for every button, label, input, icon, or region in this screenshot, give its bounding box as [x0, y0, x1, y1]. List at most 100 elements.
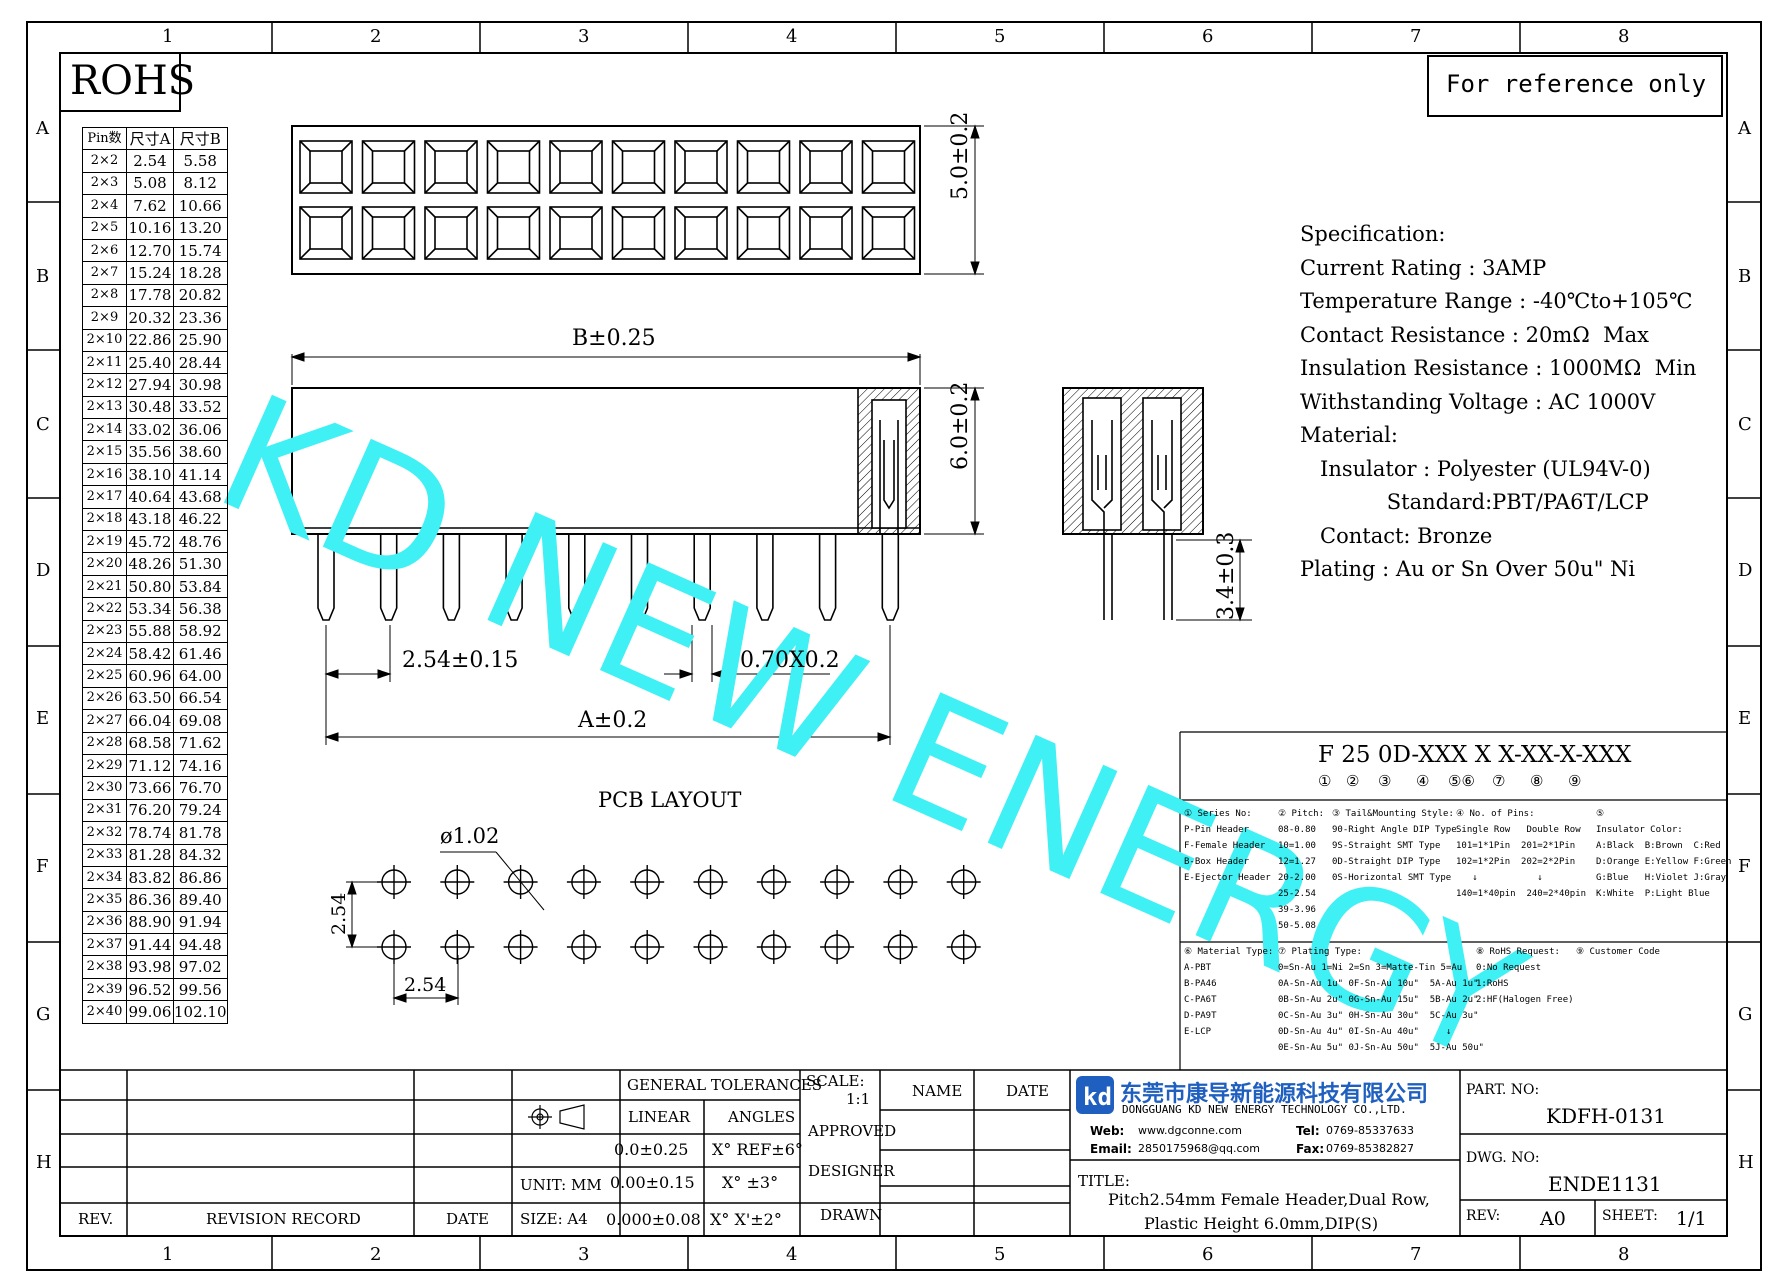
contact-chamfer: [528, 182, 541, 194]
contact-chamfer: [591, 206, 603, 218]
row-label: G: [36, 1004, 51, 1025]
table-cell: 5.58: [173, 149, 228, 173]
table-cell: 2×34: [82, 865, 127, 890]
scale-label: SCALE:: [806, 1072, 865, 1090]
column-label: 4: [786, 26, 798, 47]
code-option: ↓ ↓: [1456, 873, 1543, 883]
code-option: 25-2.54: [1278, 889, 1316, 899]
table-cell: 48.76: [173, 530, 228, 554]
contact-opening: [871, 216, 906, 250]
contact-chamfer: [611, 140, 624, 152]
part-no-label: PART. NO:: [1466, 1082, 1540, 1098]
contact-chamfer: [778, 248, 791, 260]
code-option: 2:HF(Halogen Free): [1476, 995, 1574, 1005]
contact-chamfer: [341, 248, 353, 260]
part-number-box: [1179, 731, 1727, 1070]
code-option: 0A-Sn-Au 1u" 0F-Sn-Au 10u" 5A-Au 1u": [1278, 979, 1479, 989]
contact-chamfer: [903, 182, 916, 194]
code-option: F-Female Header: [1184, 841, 1266, 851]
contact-cell: [549, 206, 603, 260]
tol-angle-2: X° ±3°: [722, 1173, 779, 1192]
table-cell: 66.04: [126, 709, 174, 733]
company-name-en: DONGGUANG KD NEW ENERGY TECHNOLOGY CO.,L…: [1122, 1103, 1407, 1116]
email-value: 2850175968@qq.com: [1138, 1142, 1260, 1155]
contact-opening: [871, 150, 906, 184]
table-cell: 61.46: [173, 641, 228, 666]
pn-customer-list: ⑨ Customer Code: [1576, 944, 1660, 960]
table-cell: 2×14: [82, 418, 127, 442]
side-pin: [442, 534, 461, 621]
contact-chamfer: [736, 140, 749, 152]
contact-chamfer: [903, 248, 916, 260]
code-option: C-PA6T: [1184, 995, 1217, 1005]
table-cell: 78.74: [126, 821, 174, 845]
contact-chamfer: [674, 140, 686, 152]
table-cell: 2.54: [126, 149, 174, 173]
svg-text:kd: kd: [1083, 1083, 1112, 1111]
general-tolerances-label: GENERAL TOLERANCES: [627, 1076, 823, 1094]
side-pin: [693, 534, 711, 621]
approved-label: APPROVED: [808, 1122, 897, 1140]
side-pin: [317, 534, 335, 621]
dwg-no-label: DWG. NO:: [1466, 1150, 1540, 1166]
column-label: 2: [370, 1244, 382, 1265]
spec-line: Contact Resistance : 20mΩ Max: [1300, 322, 1649, 347]
contact-chamfer: [653, 248, 666, 260]
table-cell: 81.78: [173, 821, 228, 845]
code-option: 12=1.27: [1278, 857, 1316, 867]
contact-chamfer: [549, 248, 561, 260]
table-cell: 2×37: [82, 933, 127, 957]
name-header: NAME: [912, 1082, 963, 1100]
table-cell: 74.16: [173, 753, 228, 778]
code-option: 0B-Sn-Au 2u" 0G-Sn-Au 15u" 5B-Au 2u": [1278, 995, 1479, 1005]
contact-cell: [549, 140, 603, 194]
column-label: 8: [1618, 26, 1630, 47]
table-cell: 2×40: [82, 1000, 127, 1024]
contact-chamfer: [861, 248, 874, 260]
contact-chamfer: [361, 248, 374, 260]
table-cell: 91.94: [173, 910, 228, 935]
contact-cell: [424, 140, 478, 194]
column-label: 3: [578, 26, 590, 47]
contact-chamfer: [361, 140, 374, 152]
table-cell: 35.56: [126, 440, 174, 464]
table-cell: 55.88: [126, 619, 174, 643]
table-cell: 76.20: [126, 798, 174, 823]
code-option: 20-2.00: [1278, 873, 1316, 883]
code-option: 39-3.96: [1278, 905, 1316, 915]
code-marker: ⑤⑥: [1448, 772, 1475, 790]
contact-cell: [486, 206, 541, 260]
column-label: 4: [786, 1244, 798, 1265]
table-cell: 2×12: [82, 373, 127, 397]
contact-chamfer: [424, 248, 436, 260]
table-cell: 81.28: [126, 843, 174, 867]
contact-opening: [496, 216, 531, 250]
contact-chamfer: [466, 182, 478, 194]
code-option: A-PBT: [1184, 963, 1212, 973]
contact-chamfer: [299, 248, 311, 260]
pin-size-label: 0.70X0.2: [740, 648, 840, 673]
code-option: P-Pin Header: [1184, 825, 1250, 835]
table-cell: 2×36: [82, 910, 127, 935]
table-cell: 30.98: [173, 373, 228, 397]
row-label: H: [36, 1152, 52, 1173]
table-cell: 89.40: [173, 888, 228, 912]
spec-line: Temperature Range : -40℃to+105℃: [1300, 289, 1693, 313]
table-cell: 63.50: [126, 686, 174, 711]
column-label: 1: [162, 26, 174, 47]
table-cell: 2×31: [82, 798, 127, 823]
column-label: 5: [994, 26, 1006, 47]
tol-linear-1: 0.0±0.25: [614, 1140, 689, 1159]
row-label: F: [36, 856, 49, 877]
table-cell: 2×11: [82, 350, 127, 375]
contact-chamfer: [861, 206, 874, 218]
